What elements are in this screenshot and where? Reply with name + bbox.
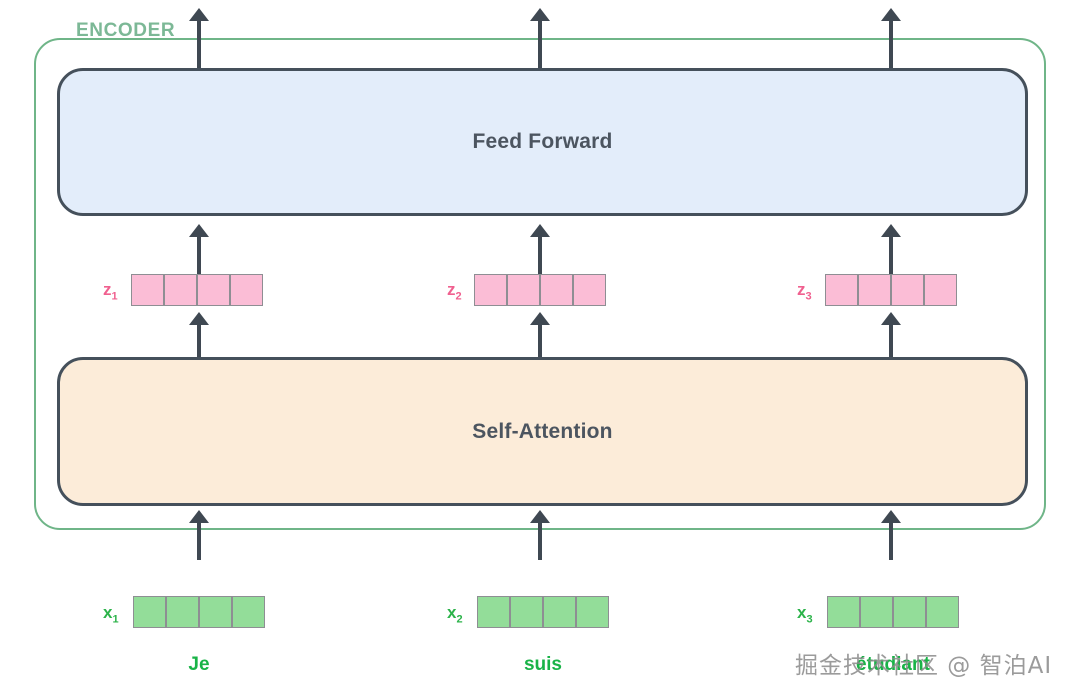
vector-cell xyxy=(474,274,507,306)
vector-cell xyxy=(232,596,265,628)
vector-cell xyxy=(860,596,893,628)
x1-symbol: x xyxy=(103,603,113,622)
z3-vector xyxy=(825,274,957,306)
arrow-shaft xyxy=(197,322,201,358)
arrow-shaft xyxy=(197,520,201,560)
x2-label: x2 xyxy=(447,604,463,625)
arrow-head-icon xyxy=(530,8,550,21)
vector-cell xyxy=(166,596,199,628)
vector-cell xyxy=(576,596,609,628)
x2-symbol: x xyxy=(447,603,457,622)
arrow-head-icon xyxy=(189,312,209,325)
arrow-shaft xyxy=(538,520,542,560)
x3-vector xyxy=(827,596,959,628)
word-label-3: étudiant xyxy=(856,654,930,675)
z3-symbol: z xyxy=(797,280,806,299)
z-to-ff-arrow-1 xyxy=(189,224,209,274)
arrow-shaft xyxy=(538,18,542,68)
arrow-head-icon xyxy=(881,312,901,325)
arrow-head-icon xyxy=(881,510,901,523)
vector-cell xyxy=(893,596,926,628)
x-to-sa-arrow-1 xyxy=(189,510,209,560)
arrow-shaft xyxy=(538,322,542,358)
vector-cell xyxy=(858,274,891,306)
feed-forward-box[interactable]: Feed Forward xyxy=(57,68,1028,216)
vector-cell xyxy=(477,596,510,628)
arrow-shaft xyxy=(889,520,893,560)
output-arrow-3 xyxy=(881,8,901,68)
self-attention-box[interactable]: Self-Attention xyxy=(57,357,1028,506)
z2-subscript: 2 xyxy=(455,290,462,303)
vector-cell xyxy=(230,274,263,306)
z2-label: z2 xyxy=(447,281,462,302)
arrow-shaft xyxy=(197,234,201,274)
arrow-head-icon xyxy=(530,224,550,237)
arrow-head-icon xyxy=(189,510,209,523)
output-arrow-2 xyxy=(530,8,550,68)
word-label-2: suis xyxy=(523,654,563,675)
feed-forward-label: Feed Forward xyxy=(472,130,613,153)
x3-symbol: x xyxy=(797,603,807,622)
vector-cell xyxy=(507,274,540,306)
x1-subscript: 1 xyxy=(112,613,119,626)
vector-cell xyxy=(543,596,576,628)
z1-label: z1 xyxy=(103,281,118,302)
x3-label: x3 xyxy=(797,604,813,625)
encoder-label: ENCODER xyxy=(76,20,176,41)
vector-cell xyxy=(199,596,232,628)
z3-subscript: 3 xyxy=(805,290,812,303)
vector-cell xyxy=(164,274,197,306)
x-to-sa-arrow-2 xyxy=(530,510,550,560)
z-to-ff-arrow-3 xyxy=(881,224,901,274)
arrow-shaft xyxy=(538,234,542,274)
arrow-shaft xyxy=(889,234,893,274)
vector-cell xyxy=(133,596,166,628)
x-to-sa-arrow-3 xyxy=(881,510,901,560)
arrow-head-icon xyxy=(881,8,901,21)
arrow-head-icon xyxy=(189,224,209,237)
z1-symbol: z xyxy=(103,280,112,299)
vector-cell xyxy=(924,274,957,306)
vector-cell xyxy=(510,596,543,628)
x1-vector xyxy=(133,596,265,628)
sa-to-z-arrow-3 xyxy=(881,312,901,358)
self-attention-label: Self-Attention xyxy=(472,419,613,443)
vector-cell xyxy=(573,274,606,306)
arrow-head-icon xyxy=(881,224,901,237)
vector-cell xyxy=(131,274,164,306)
vector-cell xyxy=(197,274,230,306)
arrow-head-icon xyxy=(530,510,550,523)
watermark: 掘金技术社区 @ 智泊AI xyxy=(795,653,1053,679)
z3-label: z3 xyxy=(797,281,812,302)
x2-vector xyxy=(477,596,609,628)
vector-cell xyxy=(926,596,959,628)
output-arrow-1 xyxy=(189,8,209,68)
arrow-shaft xyxy=(889,18,893,68)
z2-vector xyxy=(474,274,606,306)
x1-label: x1 xyxy=(103,604,119,625)
z1-subscript: 1 xyxy=(111,290,118,303)
word-label-1: Je xyxy=(188,654,210,675)
x3-subscript: 3 xyxy=(806,613,813,626)
arrow-shaft xyxy=(889,322,893,358)
sa-to-z-arrow-2 xyxy=(530,312,550,358)
z-to-ff-arrow-2 xyxy=(530,224,550,274)
vector-cell xyxy=(540,274,573,306)
vector-cell xyxy=(827,596,860,628)
z2-symbol: z xyxy=(447,280,456,299)
arrow-shaft xyxy=(197,18,201,68)
x2-subscript: 2 xyxy=(456,613,463,626)
sa-to-z-arrow-1 xyxy=(189,312,209,358)
arrow-head-icon xyxy=(530,312,550,325)
z1-vector xyxy=(131,274,263,306)
vector-cell xyxy=(891,274,924,306)
arrow-head-icon xyxy=(189,8,209,21)
vector-cell xyxy=(825,274,858,306)
